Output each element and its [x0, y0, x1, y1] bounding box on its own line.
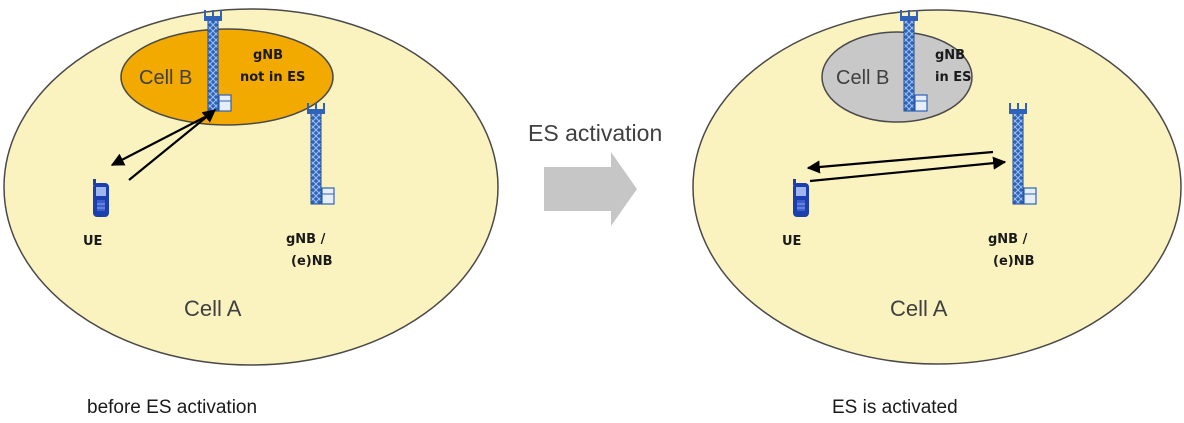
- transition: ES activation: [528, 120, 662, 226]
- gnb-status-label: not in ES: [240, 70, 305, 85]
- cell-a-label: Cell A: [184, 296, 242, 321]
- cell-b-area: [821, 31, 973, 123]
- gnb-enb-label: gNB /: [988, 232, 1028, 247]
- downlink-arrow: [110, 116, 206, 166]
- cell-b-label: Cell B: [836, 67, 889, 89]
- gnb-label: gNB: [935, 48, 965, 63]
- cell-a-area: [692, 9, 1182, 365]
- cell-b-area: [120, 28, 334, 126]
- mobile-phone-icon: [792, 178, 810, 218]
- cell-b-label: Cell B: [139, 67, 192, 89]
- downlink-arrow: [806, 150, 994, 174]
- uplink-arrow: [128, 109, 217, 181]
- left-caption: before ES activation: [87, 397, 257, 418]
- gnb-enb-label-2: (e)NB: [993, 254, 1035, 269]
- gnb-status-label: in ES: [935, 70, 971, 85]
- ue-label: UE: [782, 234, 801, 249]
- uplink-arrow: [809, 156, 1007, 183]
- gnb-label: gNB: [253, 48, 283, 63]
- right-arrow-icon: [544, 152, 637, 226]
- ue-label: UE: [83, 234, 102, 249]
- cell-a-label: Cell A: [890, 296, 948, 321]
- right-caption: ES is activated: [832, 397, 958, 418]
- right-scene: Cell B gNB in ES UE gNB / (e)NB Cell A E…: [692, 9, 1182, 418]
- gnb-enb-label-2: (e)NB: [291, 254, 333, 269]
- gnb-enb-label: gNB /: [286, 232, 326, 247]
- cell-a-area: [3, 8, 499, 366]
- left-scene: Cell B gNB not in ES UE gNB / (e)NB Cell…: [3, 8, 499, 418]
- transition-label: ES activation: [528, 120, 662, 146]
- mobile-phone-icon: [92, 178, 110, 218]
